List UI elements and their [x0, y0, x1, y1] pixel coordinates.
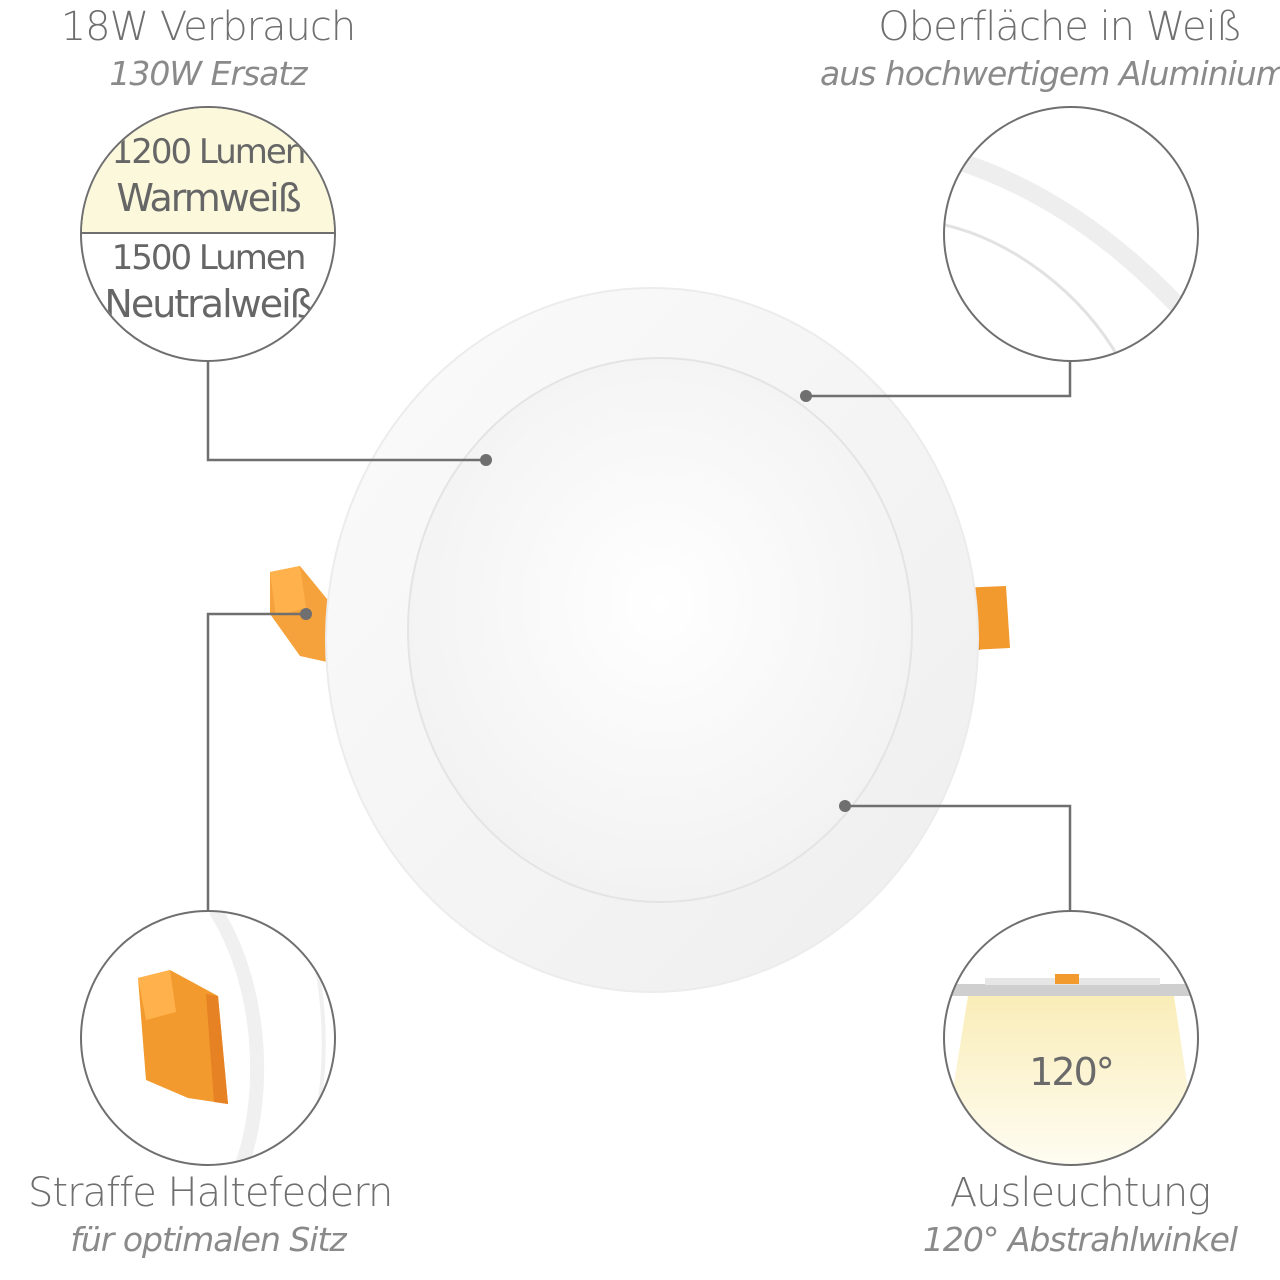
beam-angle-circle: [943, 910, 1199, 1166]
led-panel: [325, 287, 979, 993]
beam-angle-label: 120°: [1029, 1050, 1115, 1094]
consumption-title: 18W Verbrauch: [60, 4, 357, 50]
warm-lumen-value: 1200 Lumen: [111, 132, 307, 172]
neutral-white-label: Neutralweiß: [104, 282, 313, 326]
neutral-lumen-value: 1500 Lumen: [111, 238, 307, 278]
surface-title: Oberfläche in Weiß: [878, 4, 1242, 50]
replacement-subtitle: 130W Ersatz: [109, 54, 307, 93]
springs-title: Straffe Haltefedern: [28, 1170, 393, 1216]
lumen-detail-circle: 1200 Lumen Warmweiß 1500 Lumen Neutralwe…: [80, 106, 336, 362]
warm-white-half: [82, 108, 334, 232]
leader-lines: [206, 362, 1072, 912]
illumination-subtitle: 120° Abstrahlwinkel: [922, 1220, 1238, 1259]
surface-subtitle: aus hochwertigem Aluminium: [820, 54, 1280, 93]
springs-subtitle: für optimalen Sitz: [70, 1220, 346, 1259]
spring-detail-circle: [80, 910, 336, 1166]
illumination-title: Ausleuchtung: [949, 1170, 1211, 1216]
surface-detail-circle: [943, 106, 1199, 362]
lumen-divider: [82, 232, 334, 234]
warm-white-label: Warmweiß: [116, 176, 301, 220]
leader-dots: [300, 390, 851, 812]
